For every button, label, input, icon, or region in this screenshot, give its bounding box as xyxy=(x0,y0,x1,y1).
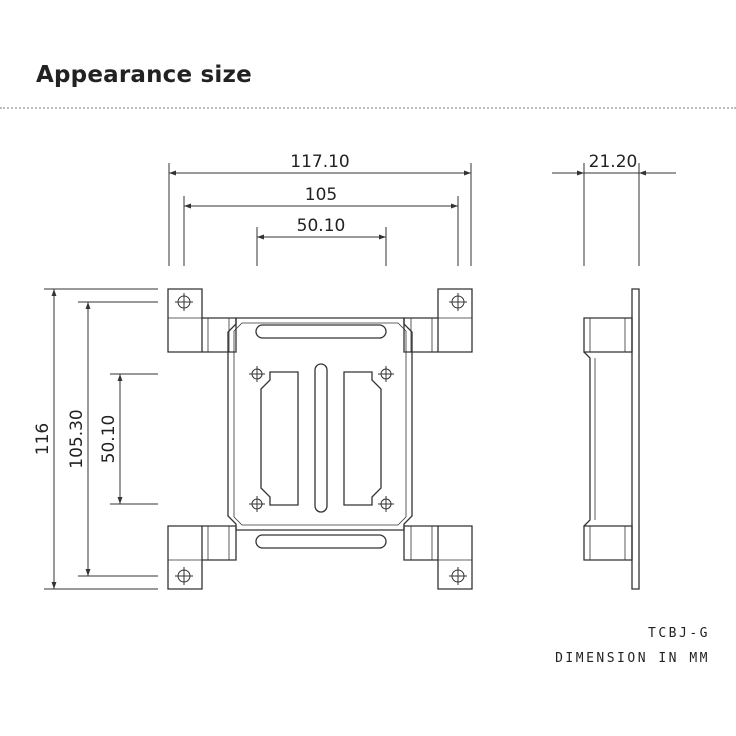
bottom-left-ear xyxy=(167,525,237,590)
bottom-right-ear xyxy=(403,525,473,590)
side-depth-label: 21.20 xyxy=(589,152,638,172)
inner-height-label: 50.10 xyxy=(99,415,119,464)
hole-height-label: 105.30 xyxy=(67,409,87,468)
inner-holes xyxy=(249,366,394,512)
hole-width-dimension xyxy=(183,196,459,266)
overall-height-dimension xyxy=(44,288,158,590)
ear-holes xyxy=(175,293,467,585)
right-cutout xyxy=(343,371,382,506)
overall-width-label: 117.10 xyxy=(290,152,349,172)
bracket-side-view xyxy=(583,288,640,590)
model-number: TCBJ-G xyxy=(648,626,710,641)
top-right-ear xyxy=(403,288,473,353)
top-slot xyxy=(255,324,387,339)
inner-width-label: 50.10 xyxy=(297,216,346,236)
inner-height-dimension xyxy=(110,373,158,505)
hole-width-label: 105 xyxy=(305,185,337,205)
overall-height-label: 116 xyxy=(33,423,53,455)
unit-note: DIMENSION IN MM xyxy=(555,651,710,666)
center-slot xyxy=(314,363,328,513)
inner-width-dimension xyxy=(256,227,387,266)
title-divider xyxy=(0,107,736,109)
page-title: Appearance size xyxy=(36,62,252,88)
hole-height-dimension xyxy=(78,301,158,577)
side-depth-dimension xyxy=(552,163,676,266)
bottom-slot xyxy=(255,534,387,549)
bracket-front-view xyxy=(167,288,473,590)
left-cutout xyxy=(260,371,299,506)
overall-width-dimension xyxy=(168,163,472,266)
top-left-ear xyxy=(167,288,237,353)
